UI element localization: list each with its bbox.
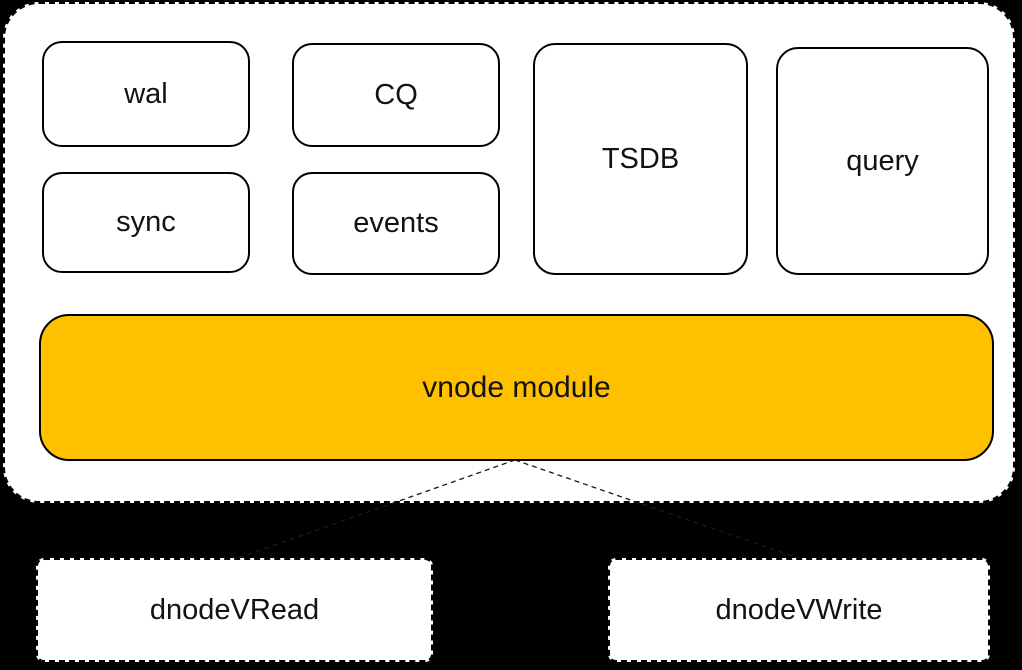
- vnode-module-container: wal CQ TSDB query sync events vnode modu…: [3, 2, 1015, 503]
- sync-box: sync: [42, 172, 250, 273]
- events-label: events: [353, 207, 439, 239]
- dnodevread-label: dnodeVRead: [149, 593, 320, 626]
- tsdb-box: TSDB: [533, 43, 748, 275]
- dnodevwrite-label: dnodeVWrite: [715, 593, 883, 626]
- dnodevread-box: dnodeVRead: [36, 558, 433, 662]
- vnode-module-box: vnode module: [39, 314, 994, 461]
- sync-label: sync: [116, 206, 176, 238]
- vnode-module-label: vnode module: [422, 370, 611, 404]
- wal-box: wal: [42, 41, 250, 147]
- events-box: events: [292, 172, 500, 275]
- query-label: query: [846, 144, 919, 177]
- dnodevwrite-box: dnodeVWrite: [608, 558, 990, 662]
- cq-box: CQ: [292, 43, 500, 147]
- cq-label: CQ: [374, 78, 418, 111]
- query-box: query: [776, 47, 989, 275]
- wal-label: wal: [124, 77, 168, 110]
- tsdb-label: TSDB: [601, 142, 680, 175]
